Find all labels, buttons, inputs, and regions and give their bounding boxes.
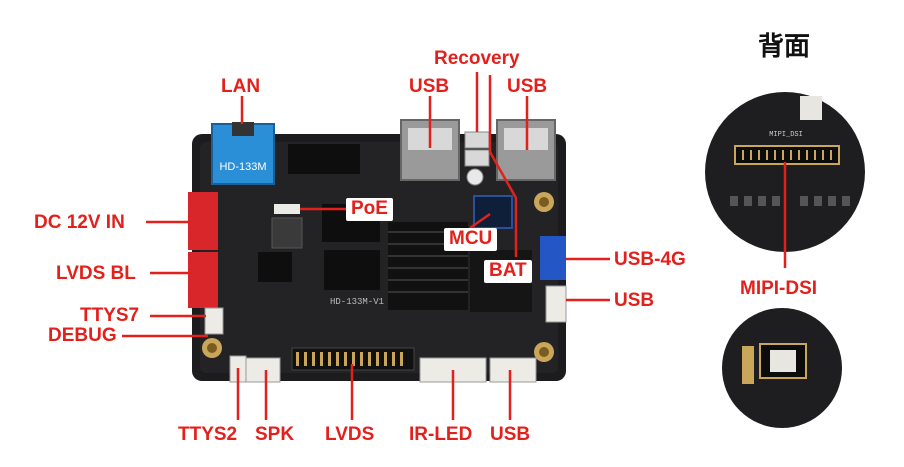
label-usb-4g: USB-4G [614, 249, 686, 270]
label-ttys2: TTYS2 [178, 424, 238, 445]
label-debug: DEBUG [48, 325, 117, 346]
ttys7-connector [204, 307, 224, 335]
label-poe: PoE [346, 198, 393, 221]
usb-bottom-connector [489, 357, 537, 383]
label-bat: BAT [484, 260, 532, 283]
back-view-bottom [722, 308, 842, 428]
label-ir-led: IR-LED [409, 424, 473, 445]
usb-4g-connector [540, 236, 566, 280]
back-title: 背面 [758, 32, 811, 62]
label-recovery: Recovery [434, 48, 520, 69]
label-lvds-bl: LVDS BL [56, 263, 136, 284]
label-mipi-dsi: MIPI-DSI [740, 278, 818, 299]
main-board: HD-133M [188, 119, 567, 383]
label-usb-top-left: USB [409, 76, 450, 97]
mcu-chip [473, 195, 513, 229]
label-usb-bottom: USB [490, 424, 531, 445]
label-ttys7: TTYS7 [80, 305, 140, 326]
lvds-bl-connector [188, 252, 218, 308]
spk-connector [245, 357, 281, 383]
dc-in-connector [188, 192, 218, 250]
battery [466, 168, 484, 186]
board-model-silkscreen: HD-133M-V1 [330, 297, 384, 307]
label-lvds: LVDS [325, 424, 375, 445]
label-lan: LAN [221, 76, 261, 97]
recovery-button [464, 131, 490, 149]
label-dc-in: DC 12V IN [34, 212, 125, 233]
usb-right-connector [545, 285, 567, 323]
svg-text:MIPI_DSI: MIPI_DSI [769, 131, 803, 139]
label-usb-right: USB [614, 290, 655, 311]
poe-connector [274, 204, 300, 214]
label-spk: SPK [255, 424, 295, 445]
label-mcu: MCU [444, 228, 498, 251]
lan-port-silkscreen: HD-133M [219, 161, 266, 173]
label-usb-top-right: USB [507, 76, 548, 97]
